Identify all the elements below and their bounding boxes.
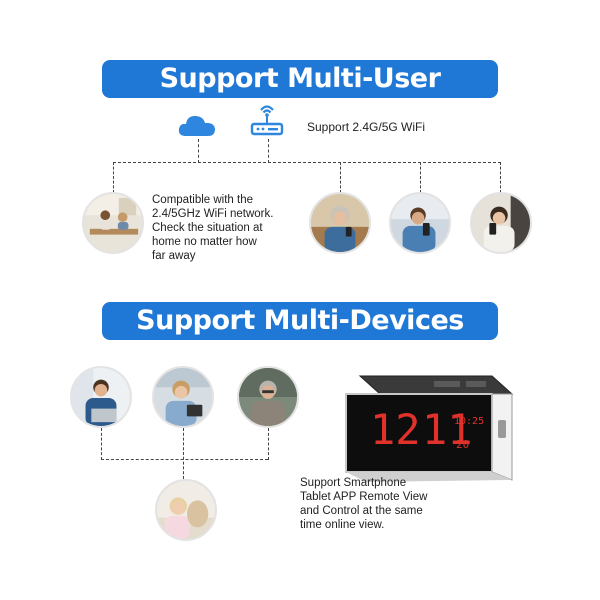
connector-line: [113, 162, 501, 163]
wifi-support-label: Support 2.4G/5G WiFi: [307, 120, 426, 134]
connector-line: [183, 428, 184, 479]
connector-line: [113, 162, 114, 193]
man-laptop-photo: [70, 366, 132, 428]
girl-with-dog-photo: [155, 479, 217, 541]
alarm-clock-camera: 12 11 10:25 20: [345, 375, 514, 482]
connector-line: [101, 428, 102, 460]
remote-view-description: Support Smartphone Tablet APP Remote Vie…: [300, 477, 428, 531]
connector-line: [500, 162, 501, 193]
woman-phone-photo: [470, 192, 532, 254]
multi-user-banner: Support Multi-User: [102, 60, 498, 98]
woman-tablet-photo: [152, 366, 214, 428]
connector-line: [198, 139, 199, 163]
connector-line: [101, 459, 268, 460]
family-at-table-photo: [82, 192, 144, 254]
clock-minutes: 11: [422, 405, 473, 454]
clock-seconds: 20: [456, 438, 469, 451]
connector-line: [268, 139, 269, 163]
elderly-man-glasses-photo: [237, 366, 299, 428]
clock-hours: 12: [370, 405, 421, 454]
connector-line: [340, 162, 341, 193]
cloud-icon: [178, 116, 215, 136]
clock-small-time: 10:25: [454, 416, 484, 427]
elderly-woman-phone-photo: [309, 192, 371, 254]
router-wifi-icon: [250, 105, 284, 136]
compatibility-description: Compatible with the 2.4/5GHz WiFi networ…: [152, 194, 274, 262]
connector-line: [420, 162, 421, 193]
man-phone-photo: [389, 192, 451, 254]
multi-devices-banner: Support Multi-Devices: [102, 302, 498, 340]
connector-line: [268, 428, 269, 460]
